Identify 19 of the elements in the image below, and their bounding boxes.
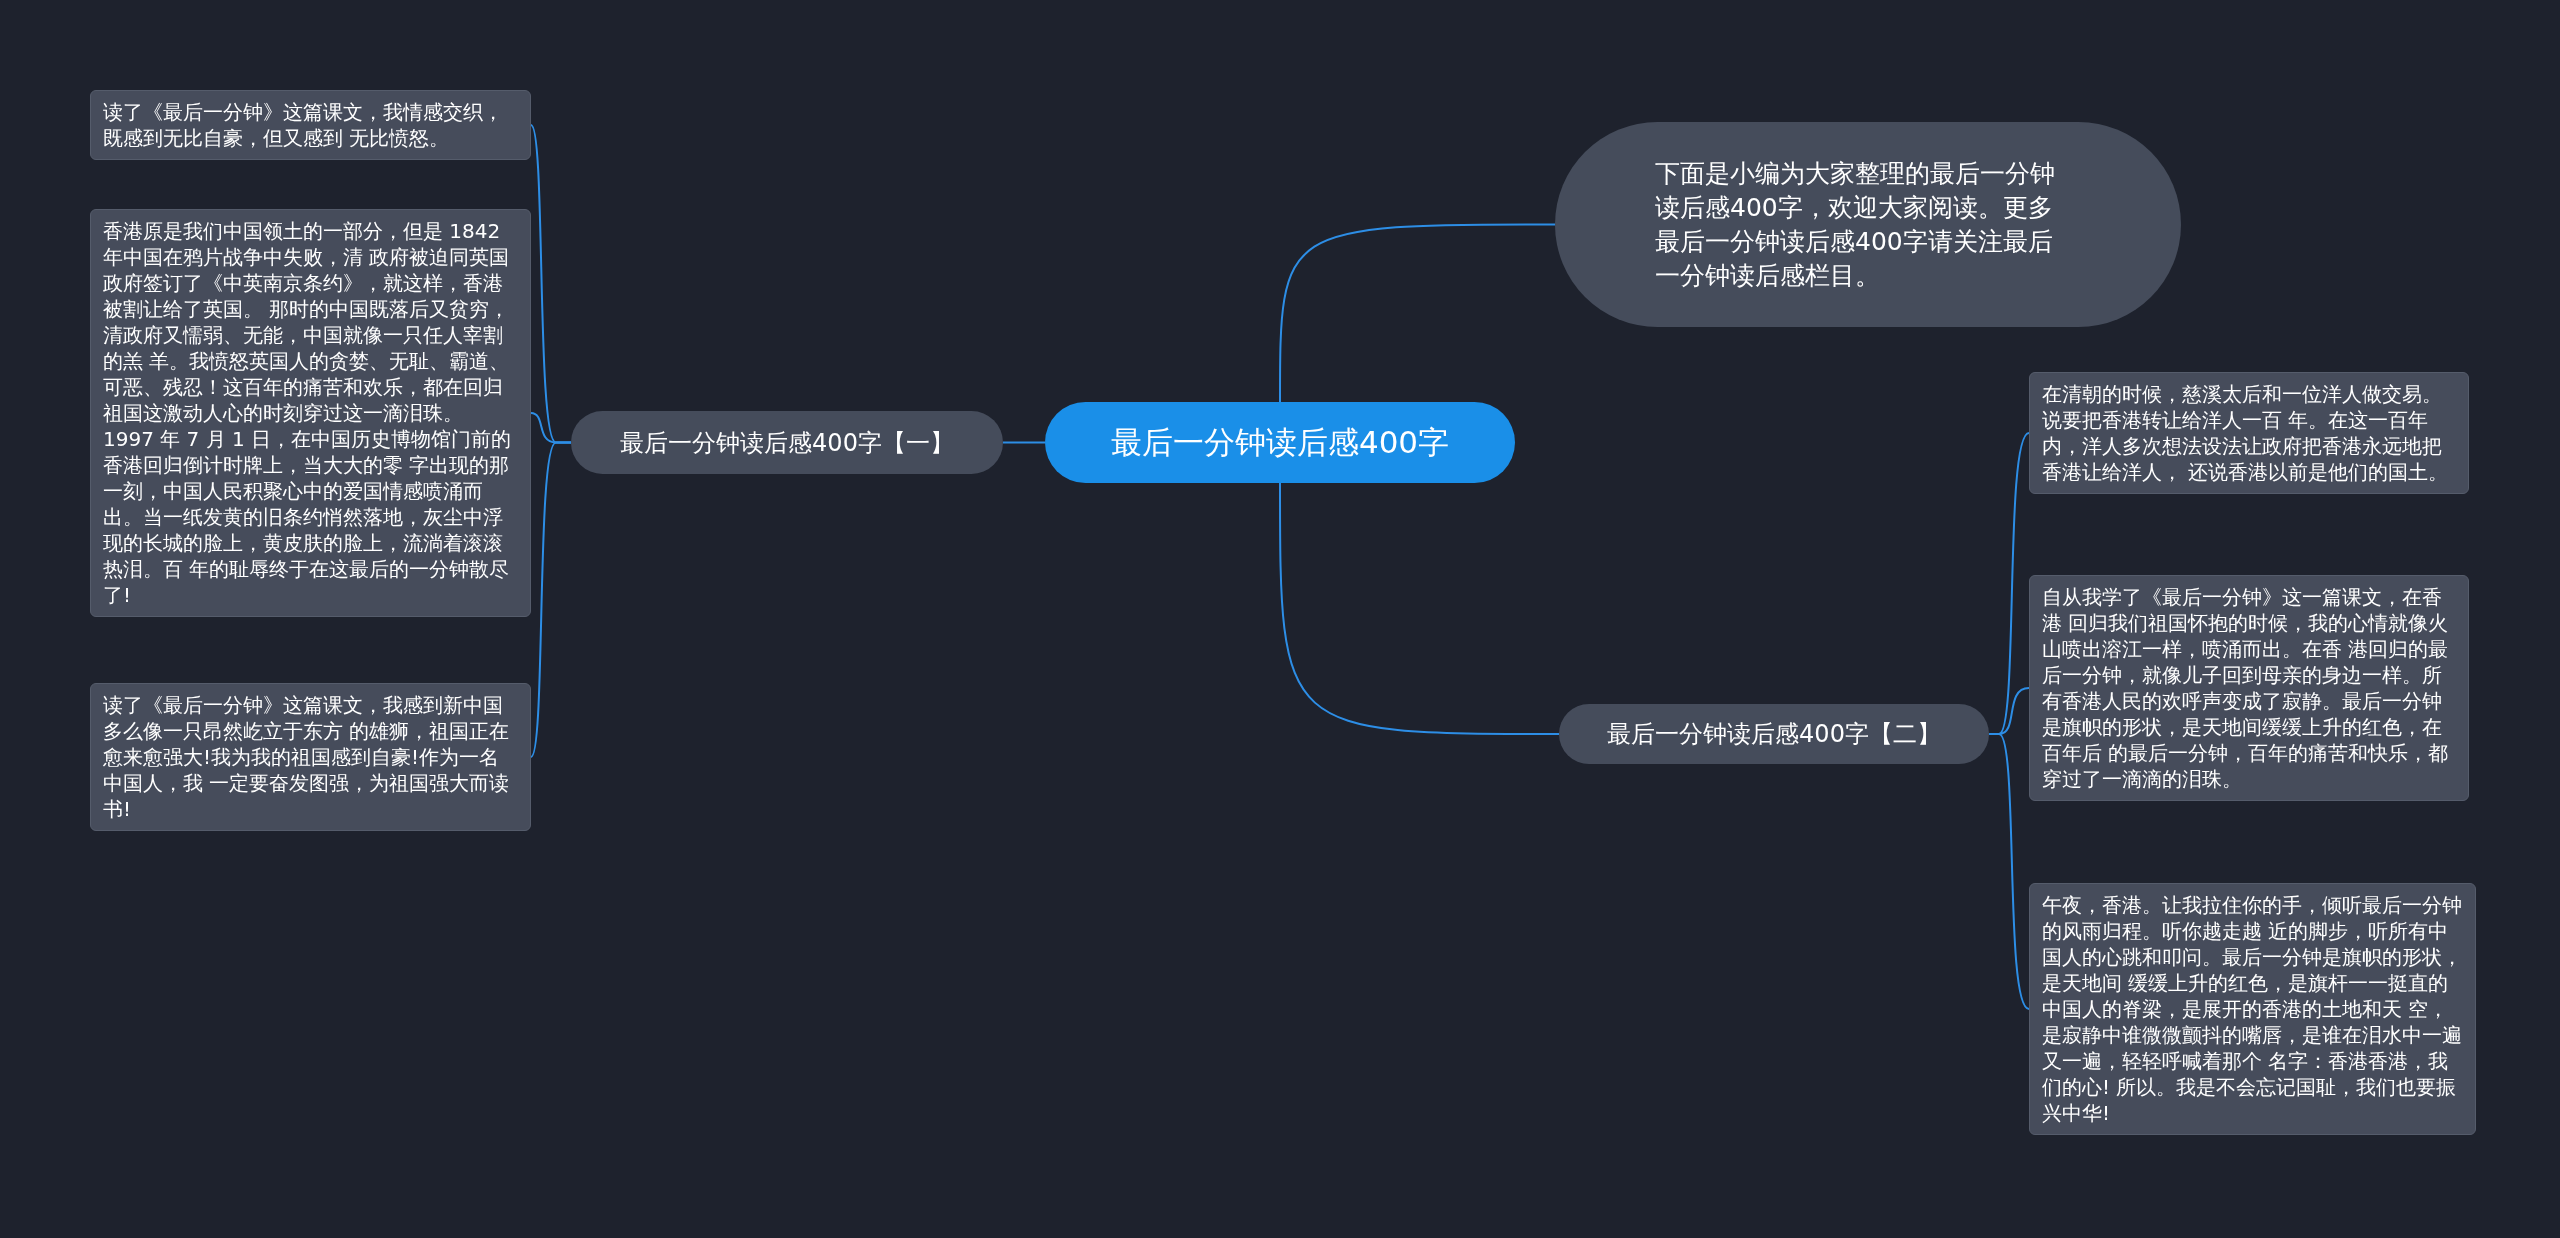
node-text: 香港原是我们中国领土的一部分，但是 1842 年中国在鸦片战争中失败，清 政府被迫同英国政府签订了《中英南京条约》，就这样，香港被割让给了英国。 那时的中国既落后又贫穷，清政府又懦弱、无能，中国就像一只任人宰割的羔 羊。我愤怒英国人的贪婪、无耻、霸道、可恶、残忍！这百年的痛苦和欢乐，都在回归祖国这激动人心的时刻穿过这一滴泪珠。 1997 年 7 月 1 日，在中国历史博物馆门前的香港回归倒计时牌上，当大大的零 字出现的那一刻，中国人民积聚心中的爱国情感喷涌而出。当一纸发黄的旧条约悄然落地，灰尘中浮现的长城的脸上，黄皮肤的脸上，流淌着滚滚热泪。百 年的耻辱终于在这最后的一分钟散尽了!: [103, 218, 513, 608]
node-text: 读了《最后一分钟》这篇课文，我感到新中国多么像一只昂然屹立于东方 的雄狮，祖国正在愈来愈强大!我为我的祖国感到自豪!作为一名中国人，我 一定要奋发图强，为祖国强大而读书!: [103, 692, 511, 822]
branch-pill: [1559, 704, 1989, 764]
note-card: [90, 683, 531, 831]
connector-line: [1988, 733, 2030, 1010]
node-text: 最后一分钟读后感400字: [1110, 423, 1450, 463]
note-card: [90, 90, 531, 160]
note-card: [2029, 372, 2469, 494]
node-text: 最后一分钟读后感400字【一】: [620, 427, 954, 459]
connector-line: [1279, 482, 1560, 735]
node-text: 最后一分钟读后感400字【二】: [1607, 719, 1941, 750]
node-text: 午夜，香港。让我拉住你的手，倾听最后一分钟的风雨归程。听你越走越 近的脚步，听所有中国人的心跳和叩问。最后一分钟是旗帜的形状，是天地间 缓缓上升的红色，是旗杆一一挺直的中国人的脊梁，是展开的香港的土地和天 空，是寂静中谁微微颤抖的嘴唇，是谁在泪水中一遍又一遍，轻轻呼喊着那个 名字：香港香港，我们的心! 所以。我是不会忘记国耻，我们也要振兴中华!: [2042, 892, 2463, 1126]
connector-line: [1002, 441, 1046, 444]
connector-line: [1279, 223, 1556, 403]
node-text: 读了《最后一分钟》这篇课文，我情感交织，既感到无比自豪，但又感到 无比愤怒。: [103, 99, 504, 151]
node-text: 在清朝的时候，慈溪太后和一位洋人做交易。说要把香港转让给洋人一百 年。在这一百年内，洋人多次想法设法让政府把香港永远地把香港让给洋人， 还说香港以前是他们的国土。: [2042, 381, 2450, 485]
node-text: 自从我学了《最后一分钟》这一篇课文，在香港 回归我们祖国怀抱的时候，我的心情就像火山喷出溶江一样，喷涌而出。在香 港回归的最后一分钟，就像儿子回到母亲的身边一样。所有香港人民的欢呼声变成了寂静。最后一分钟是旗帜的形状，是天地间缓缓上升的红色，在百年后 的最后一分钟，百年的痛苦和快乐，都穿过了一滴滴的泪珠。: [2042, 584, 2450, 792]
node-text: 下面是小编为大家整理的最后一分钟读后感400字，欢迎大家阅读。更多最后一分钟读后感400字请关注最后一分钟读后感栏目。: [1655, 157, 2056, 292]
connector-line: [530, 441, 572, 758]
